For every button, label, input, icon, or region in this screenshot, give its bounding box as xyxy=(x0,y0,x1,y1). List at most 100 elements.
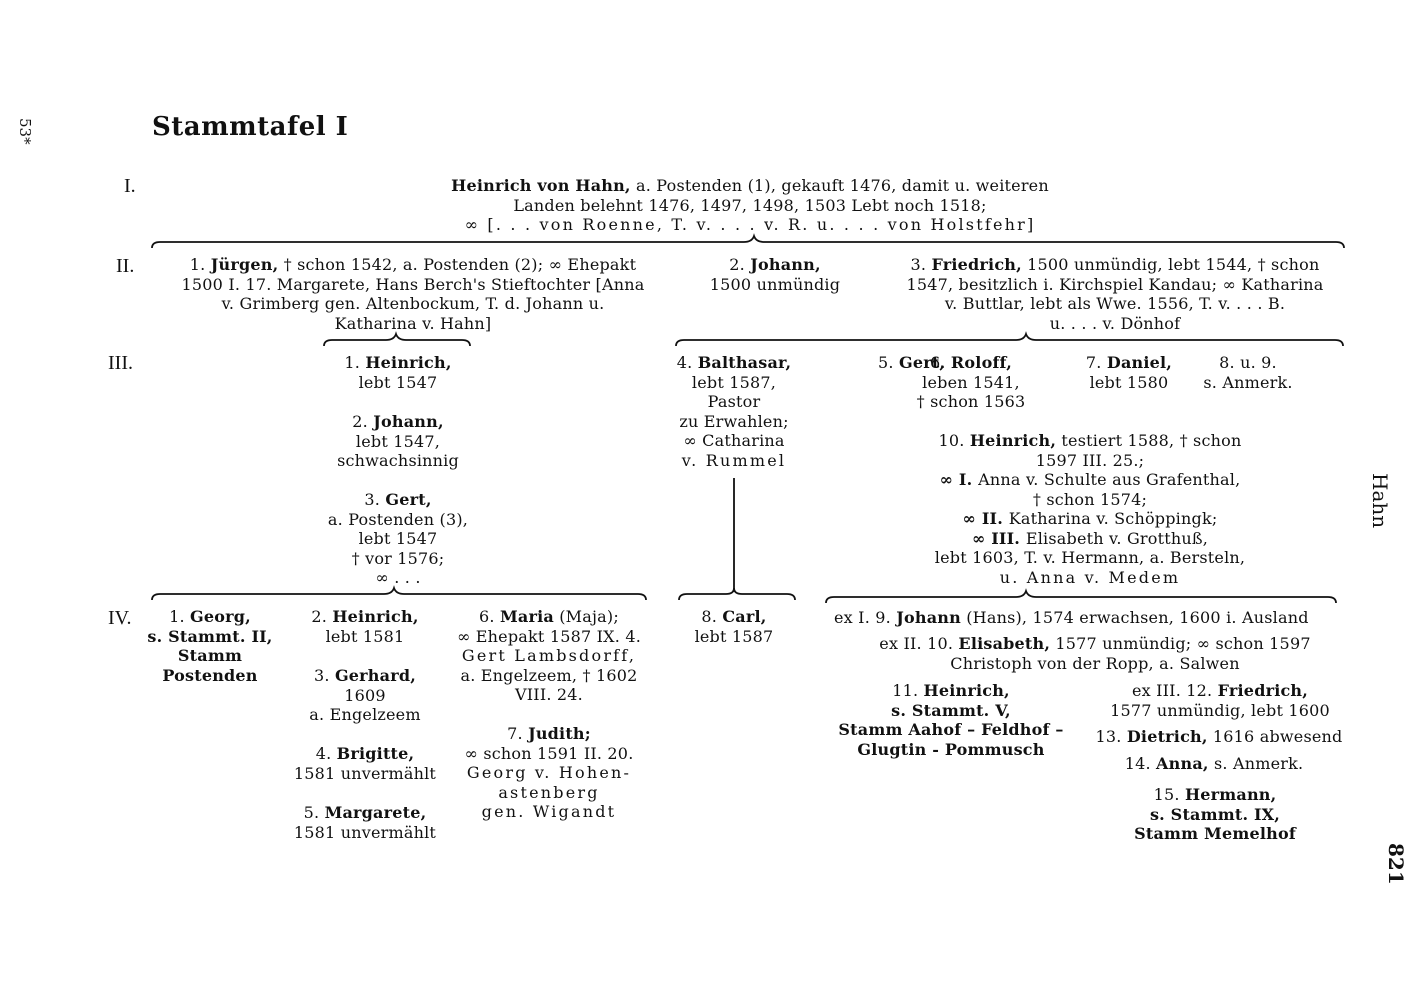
entry-text: astenberg xyxy=(498,782,600,802)
person-name: Heinrich von Hahn, xyxy=(451,176,631,195)
gen4-johann9-entry: ex I. 9. Johann (Hans), 1574 erwachsen, … xyxy=(834,608,1344,628)
gen4-heinrich11-entry: 11. Heinrich, s. Stammt. V, Stamm Aahof … xyxy=(826,681,1076,759)
person-name: Friedrich, xyxy=(931,255,1022,274)
gen4-anna14-entry: 14. Anna, s. Anmerk. xyxy=(1094,754,1334,774)
person-name: Balthasar, xyxy=(697,353,792,372)
entry-text: lebt 1547 xyxy=(358,372,438,392)
entry-text: ∞ Ehepakt 1587 IX. 4. xyxy=(456,626,641,646)
entry-text: gen. Wigandt xyxy=(481,802,617,821)
gen3-johann-entry: 2. Johann, lebt 1547, schwachsinnig xyxy=(316,412,480,471)
person-name: Maria xyxy=(500,607,554,626)
gen3-gert-entry: 3. Gert, a. Postenden (3), lebt 1547 † v… xyxy=(300,490,496,588)
gen4-margarete-entry: 5. Margarete, 1581 unvermählt xyxy=(290,803,440,842)
gen3-heinrich10-entry: 10. Heinrich, testiert 1588, † schon 159… xyxy=(880,431,1300,587)
entry-number: 5. xyxy=(303,803,325,822)
entry-text: a. Engelzeem xyxy=(309,705,421,724)
gen4-judith-entry: 7. Judith; ∞ schon 1591 II. 20. Georg v.… xyxy=(446,724,652,822)
person-name: Friedrich, xyxy=(1217,681,1309,700)
entry-text: schwachsinnig xyxy=(337,451,459,470)
person-name: Johann, xyxy=(373,412,444,431)
entry-text: VIII. 24. xyxy=(515,685,583,704)
entry-number: 2. xyxy=(352,412,374,431)
entry-text: Stamm Memelhof xyxy=(1134,824,1296,843)
entry-text: v. Rummel xyxy=(681,450,787,470)
page-title: Stammtafel I xyxy=(152,112,349,142)
entry-text: 1577 unmündig, lebt 1600 xyxy=(1110,700,1330,720)
entry-text: u. Anna v. Medem xyxy=(999,567,1181,587)
entry-text: † vor 1576; xyxy=(351,548,445,568)
entry-text: Elisabeth v. Grotthuß, xyxy=(1025,528,1209,548)
entry-number: 1. xyxy=(344,353,366,372)
entry-number: 11. xyxy=(892,681,924,700)
entry-text: lebt 1580 xyxy=(1089,372,1169,392)
entry-text: v. Buttlar, lebt als Wwe. 1556, T. v. . … xyxy=(944,294,1286,313)
gen4-georg-entry: 1. Georg, s. Stammt. II, Stamm Postenden xyxy=(140,607,280,685)
entry-text: Stamm Aahof – Feldhof – xyxy=(838,720,1064,739)
person-name: Heinrich, xyxy=(969,431,1057,450)
gen2-johann-entry: 2. Johann, 1500 unmündig xyxy=(686,255,864,294)
entry-text: Katharina v. Hahn] xyxy=(334,313,492,333)
person-name: Gert, xyxy=(898,353,946,372)
entry-text: 8. u. 9. xyxy=(1219,353,1277,372)
gen4-heinrich2-entry: 2. Heinrich, lebt 1581 xyxy=(290,607,440,646)
gen3-roloff-entry: 6. Roloff, leben 1541, † schon 1563 xyxy=(904,353,1038,412)
entry-number: ex II. 10. xyxy=(879,634,959,653)
entry-text: s. Anmerk. xyxy=(1203,372,1293,392)
gen3-balthasar-entry: 4. Balthasar, lebt 1587, Pastor zu Erwah… xyxy=(660,353,808,470)
entry-text: 1547, besitzlich i. Kirchspiel Kandau; ∞… xyxy=(906,274,1324,294)
gen3-eight-nine-entry: 8. u. 9. s. Anmerk. xyxy=(1196,353,1300,392)
entry-text: s. Anmerk. xyxy=(1208,754,1304,773)
gen4-gerhard-entry: 3. Gerhard, 1609 a. Engelzeem xyxy=(290,666,440,725)
entry-text: † schon 1542, a. Postenden (2); ∞ Ehepak… xyxy=(278,255,637,274)
entry-text: Gert Lambsdorff, xyxy=(461,646,637,665)
entry-text: u. . . . v. Dönhof xyxy=(1049,313,1181,333)
entry-text: 1581 unvermählt xyxy=(293,763,437,783)
person-name: Roloff, xyxy=(950,353,1013,372)
entry-number: 15. xyxy=(1153,785,1185,804)
entry-text: zu Erwahlen; xyxy=(679,411,789,431)
entry-text: lebt 1547 xyxy=(358,529,438,548)
entry-text: lebt 1581 xyxy=(325,626,405,646)
gen4-brigitte-entry: 4. Brigitte, 1581 unvermählt xyxy=(290,744,440,783)
person-name: Jürgen, xyxy=(210,255,279,274)
entry-text: leben 1541, xyxy=(922,372,1020,392)
person-name: Dietrich, xyxy=(1126,727,1208,746)
entry-text: lebt 1547, xyxy=(355,431,441,451)
entry-text: 1597 III. 25.; xyxy=(1035,450,1145,470)
entry-text: a. Engelzeem, † 1602 xyxy=(460,665,638,685)
person-name: Elisabeth, xyxy=(958,634,1051,653)
generation-label-3: III. xyxy=(108,352,133,374)
entry-text: Postenden xyxy=(162,665,258,685)
entry-text: Pastor xyxy=(707,392,761,411)
person-name: Judith; xyxy=(528,724,591,743)
entry-text: Georg v. Hohen- xyxy=(466,763,632,782)
entry-text: 1500 unmündig xyxy=(709,274,841,294)
entry-text: Landen belehnt 1476, 1497, 1498, 1503 Le… xyxy=(513,195,987,215)
entry-text: † schon 1563 xyxy=(916,392,1026,411)
gen3-heinrich-entry: 1. Heinrich, lebt 1547 xyxy=(316,353,480,392)
entry-text: Anna v. Schulte aus Grafenthal, xyxy=(978,470,1241,489)
gen3-gert5-entry: 5. Gert, xyxy=(878,353,945,373)
entry-text: s. Stammt. V, xyxy=(891,700,1011,720)
entry-text: a. Postenden (3), xyxy=(327,509,469,529)
entry-text: lebt 1603, T. v. Hermann, a. Bersteln, xyxy=(934,548,1246,567)
gen4-dietrich13-entry: 13. Dietrich, 1616 abwesend xyxy=(1094,727,1344,747)
entry-text: Stamm xyxy=(177,646,243,665)
entry-text: Glugtin - Pommusch xyxy=(857,739,1045,759)
person-name: Heinrich, xyxy=(365,353,452,372)
entry-text: Katharina v. Schöppingk; xyxy=(1008,509,1218,528)
generation-label-2: II. xyxy=(116,255,135,277)
entry-number: 3. xyxy=(364,490,386,509)
entry-number: 8. xyxy=(701,607,723,626)
person-name: Heinrich, xyxy=(923,681,1010,700)
entry-number: 2. xyxy=(729,255,751,274)
gen3-daniel-entry: 7. Daniel, lebt 1580 xyxy=(1070,353,1188,392)
entry-number: 10. xyxy=(938,431,970,450)
entry-text: ∞ Catharina xyxy=(683,431,785,450)
entry-number: 13. xyxy=(1095,727,1127,746)
gen4-friedrich12-entry: ex III. 12. Friedrich, 1577 unmündig, le… xyxy=(1100,681,1340,720)
entry-text: (Hans), 1574 erwachsen, 1600 i. Ausland xyxy=(960,608,1309,627)
entry-number: 6. xyxy=(929,353,951,372)
entry-text: ∞ schon 1591 II. 20. xyxy=(464,743,634,763)
